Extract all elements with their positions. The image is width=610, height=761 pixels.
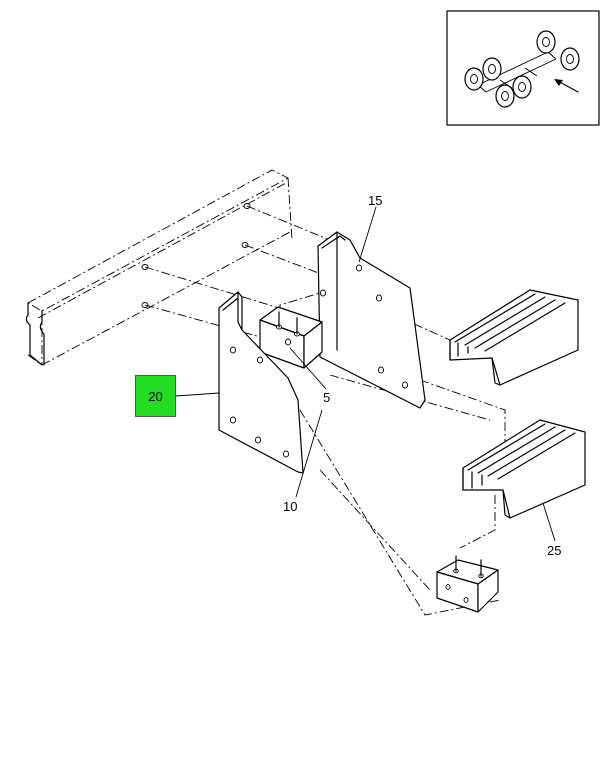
callout-5[interactable]: 5	[323, 390, 330, 405]
spacer-block-5	[259, 306, 323, 369]
callout-10[interactable]: 10	[283, 499, 297, 514]
frame-rail	[25, 169, 293, 366]
callout-20-highlight[interactable]: 20	[135, 375, 176, 417]
callout-25[interactable]: 25	[547, 543, 561, 558]
step-tread-upper	[449, 289, 579, 386]
step-tread-lower	[462, 419, 586, 519]
callout-15[interactable]: 15	[368, 193, 382, 208]
truck-chassis-locator-icon	[464, 30, 580, 108]
angle-bracket	[436, 555, 499, 613]
inset-frame	[446, 10, 600, 126]
locator-inset	[446, 10, 600, 126]
bracket-plate-15	[317, 231, 426, 409]
callout-leaders	[175, 206, 556, 542]
bracket-plate-20	[218, 291, 304, 474]
